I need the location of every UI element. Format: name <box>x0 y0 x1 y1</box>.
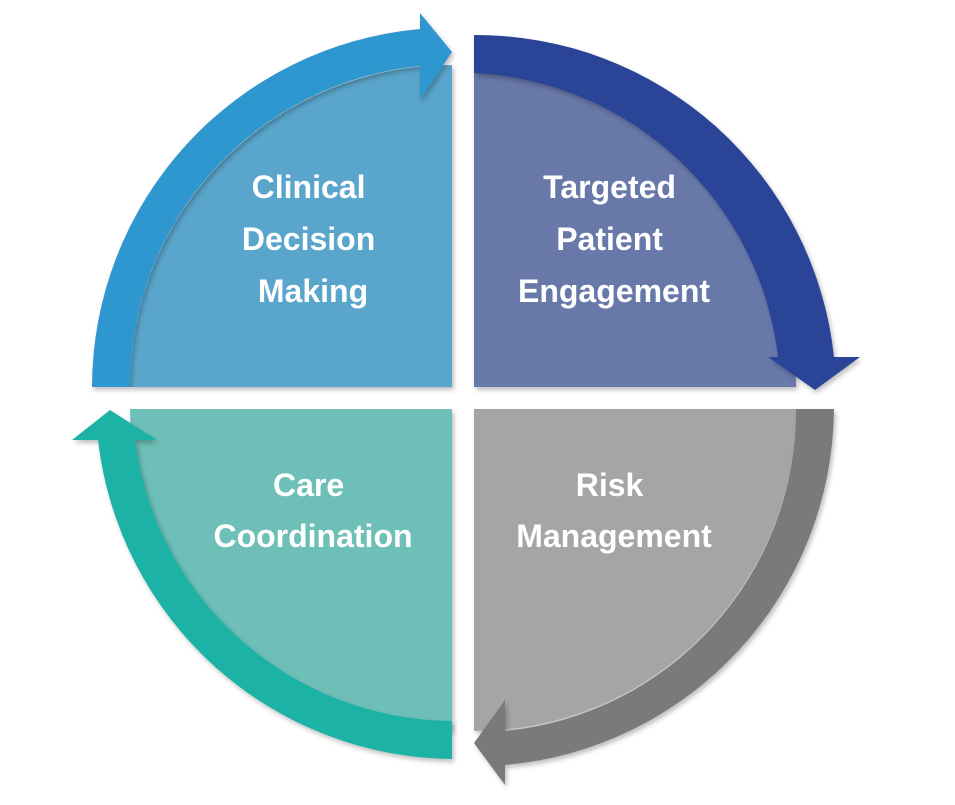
arrow-care-to-clinical <box>72 410 452 759</box>
arrow-targeted-to-risk <box>474 34 860 390</box>
quadrant-care-label: Care Coordination <box>213 467 412 554</box>
quadrant-targeted-sector <box>474 65 796 387</box>
quadrant-clinical-sector <box>130 65 452 387</box>
quadrant-care-sector <box>130 409 452 731</box>
quadrant-risk: Risk Management <box>474 409 796 731</box>
arrow-clinical-to-targeted <box>92 13 452 387</box>
quadrant-care: Care Coordination <box>130 409 452 731</box>
quadrant-risk-sector <box>474 409 796 731</box>
quadrant-clinical: Clinical Decision Making <box>130 65 452 387</box>
quadrant-targeted-label: Targeted Patient Engagement <box>518 169 710 309</box>
quadrant-clinical-label: Clinical Decision Making <box>242 169 384 309</box>
quadrant-risk-label: Risk Management <box>516 467 712 554</box>
quadrant-targeted: Targeted Patient Engagement <box>474 65 796 387</box>
arrow-risk-to-care <box>474 409 834 785</box>
